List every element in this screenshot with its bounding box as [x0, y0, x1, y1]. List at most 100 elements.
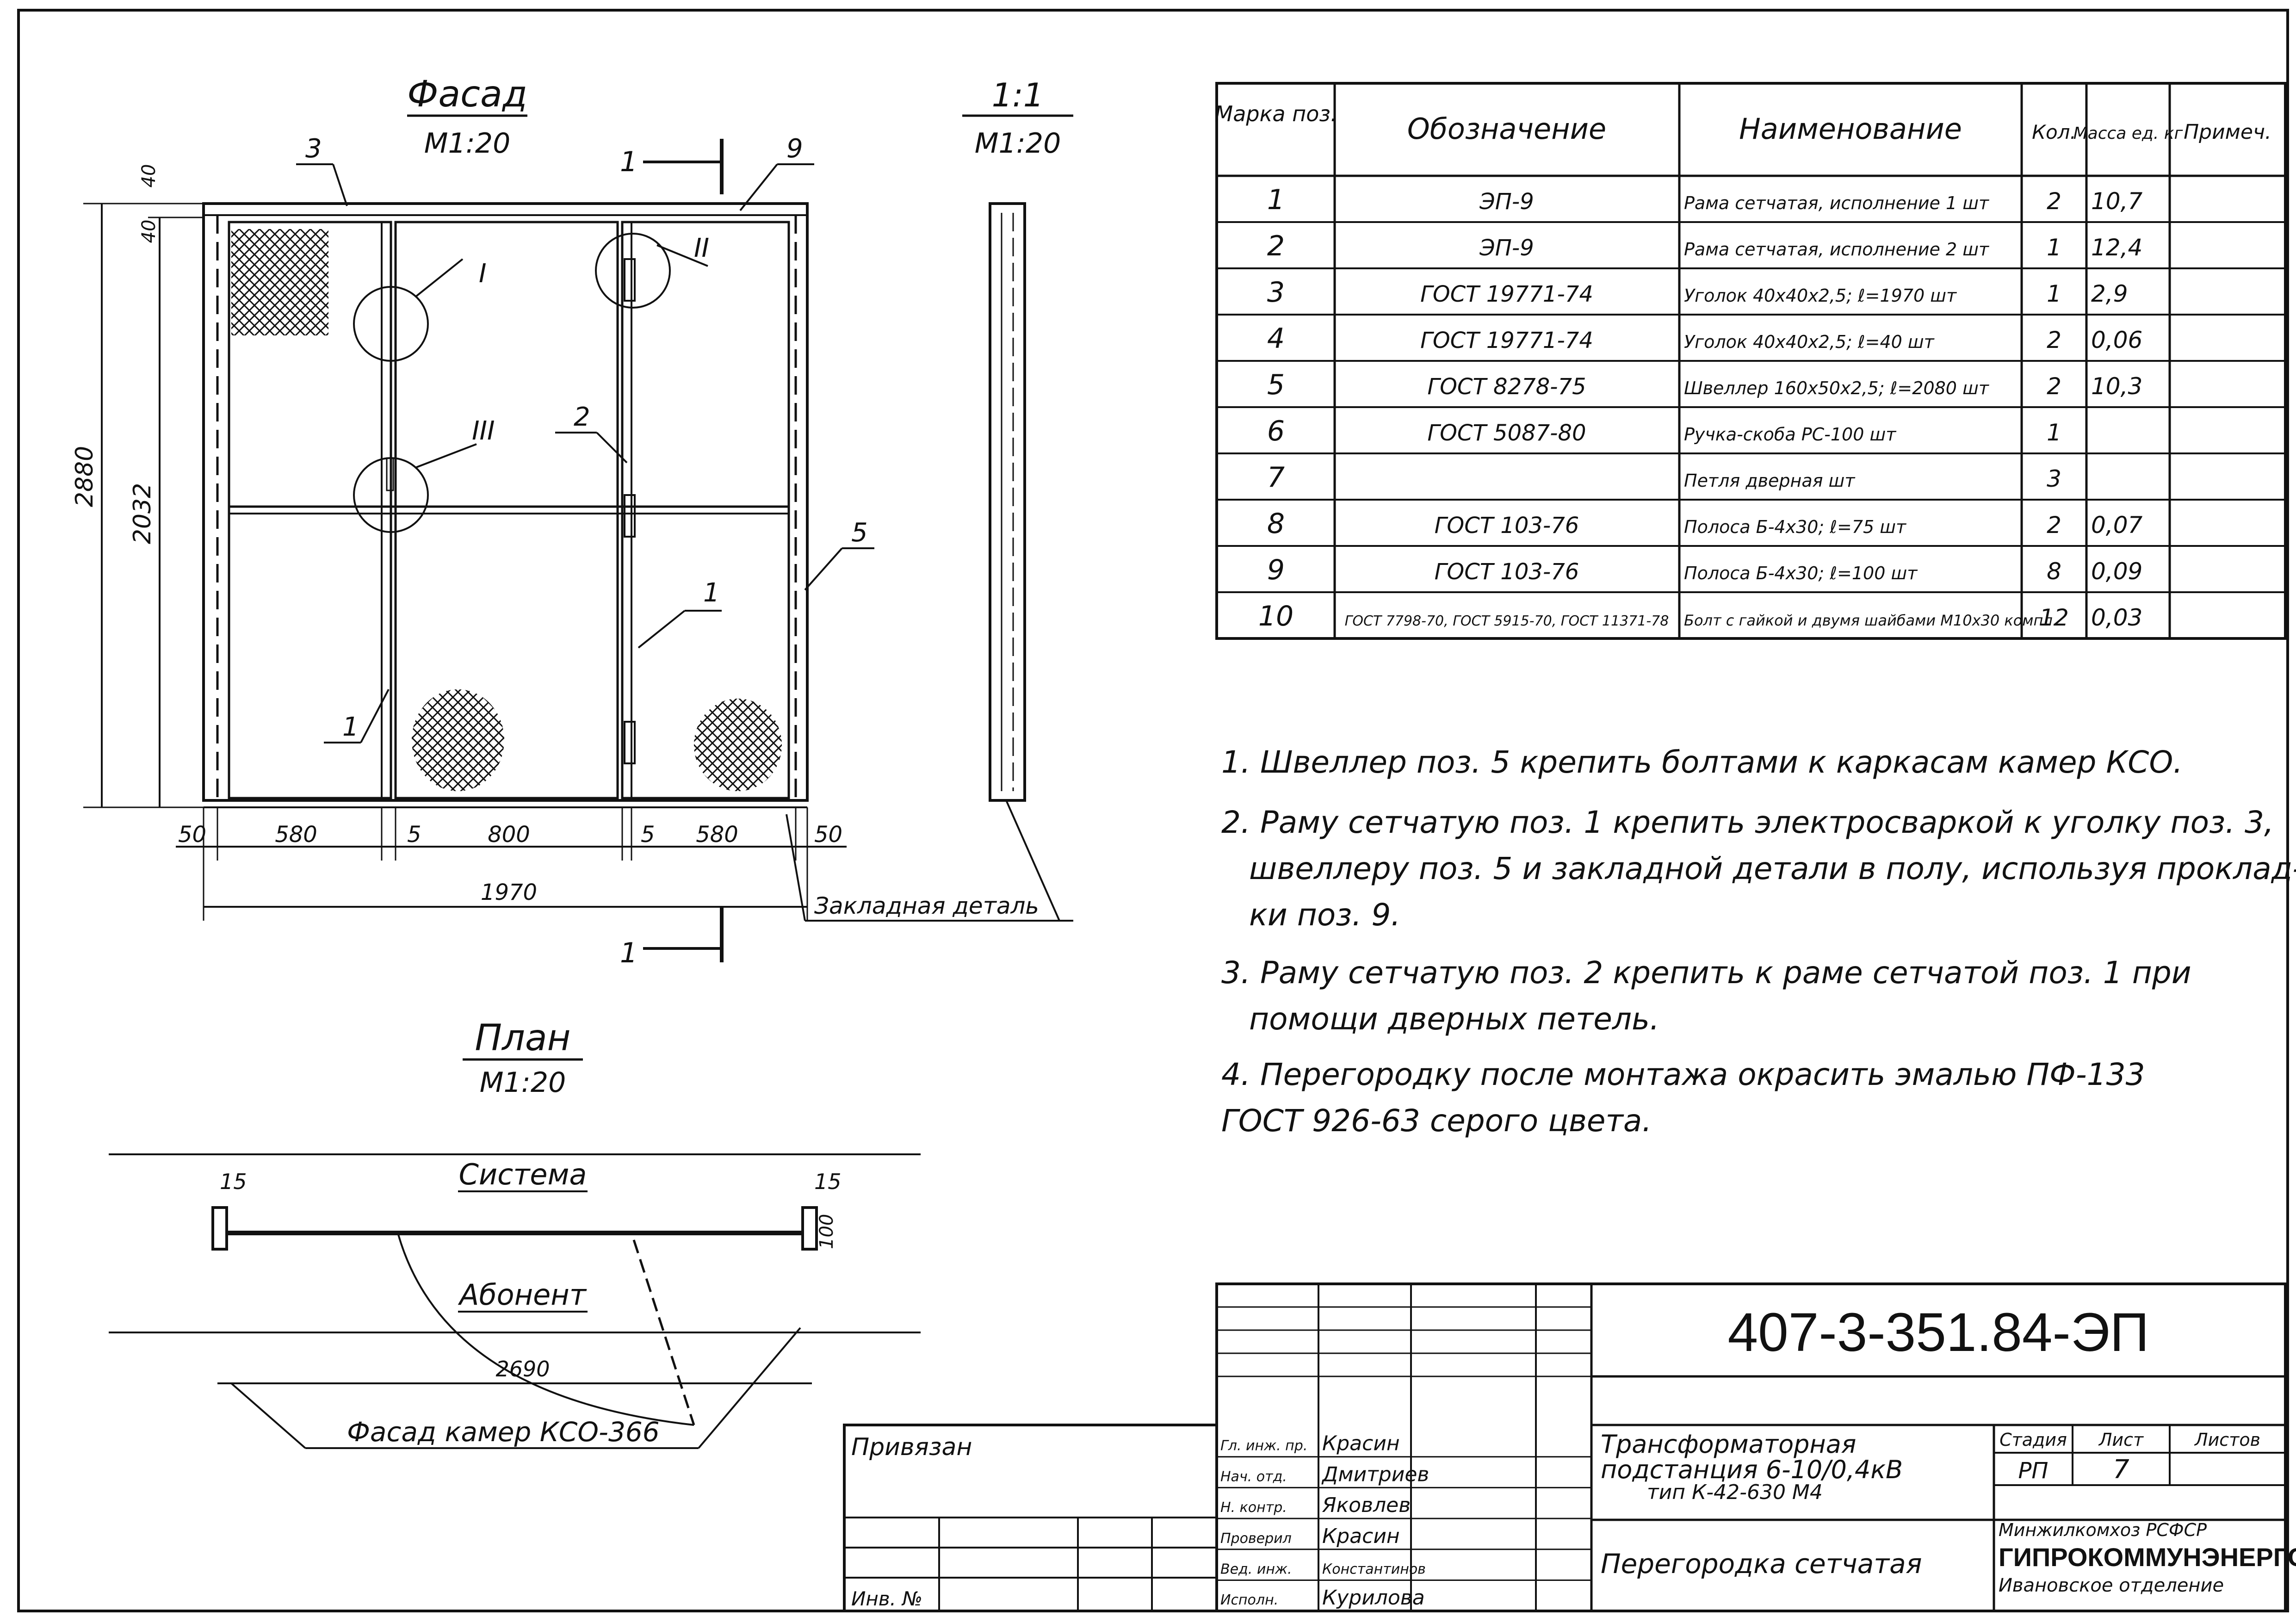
- section-view: 1:1 М1:20: [962, 76, 1073, 921]
- spec-cell-r3-c4: 1: [2047, 280, 2061, 307]
- spec-cell-r2-c3: Рама сетчатая, исполнение 2 шт: [1684, 239, 1990, 260]
- org-line-2: ГИПРОКОММУНЭНЕРГО: [1999, 1542, 2296, 1572]
- spec-cell-r5-c5: 10,3: [2091, 373, 2142, 400]
- spec-cell-r4-c5: 0,06: [2091, 327, 2142, 353]
- spec-cell-r9-c3: Полоса Б-4x30; ℓ=100 шт: [1684, 563, 1918, 583]
- plan-facade-label: Фасад камер КСО-366: [347, 1416, 660, 1448]
- tb-role-5: Вед. инж.: [1220, 1561, 1292, 1578]
- plan-dim-side: 100: [816, 1214, 837, 1249]
- callout-3: 3: [305, 134, 322, 164]
- tb-person-2: Дмитриев: [1321, 1462, 1429, 1486]
- sheet-value: 7: [2113, 1455, 2129, 1485]
- tb-person-4: Красин: [1322, 1524, 1400, 1548]
- tb-person-6: Курилова: [1322, 1586, 1425, 1610]
- th-mark: Марка поз.: [1215, 101, 1337, 126]
- org-line-1: Минжилкомхоз РСФСР: [1999, 1520, 2207, 1540]
- note-line-7: 4. Перегородку после монтажа окрасить эм…: [1221, 1057, 2145, 1092]
- facade-title: Фасад: [407, 74, 527, 115]
- stage-value: РП: [2018, 1458, 2048, 1484]
- spec-cell-r8-c1: 8: [1267, 508, 1285, 540]
- spec-cell-r8-c3: Полоса Б-4x30; ℓ=75 шт: [1684, 517, 1907, 537]
- spec-cell-r1-c2: ЭП-9: [1479, 189, 1534, 215]
- plan-dim-total: 2690: [495, 1357, 550, 1381]
- callout-9: 9: [786, 134, 803, 164]
- th-note: Примеч.: [2184, 120, 2271, 144]
- cut-mark-top: 1: [620, 146, 637, 178]
- spec-cell-r9-c2: ГОСТ 103-76: [1435, 559, 1579, 585]
- doc-code: 407-3-351.84-ЭП: [1728, 1302, 2149, 1363]
- spec-cell-r1-c5: 10,7: [2091, 188, 2143, 215]
- dim-w1: 50: [178, 822, 206, 848]
- spec-cell-r7-c4: 3: [2047, 465, 2061, 492]
- dim-w7: 50: [814, 822, 842, 848]
- tb-person-5: Константинов: [1322, 1561, 1426, 1578]
- plan-bottom-label: Абонент: [458, 1278, 587, 1312]
- callout-1b: 1: [342, 712, 359, 742]
- spec-cell-r9-c1: 9: [1267, 554, 1285, 586]
- spec-cell-r1-c1: 1: [1267, 184, 1285, 216]
- spec-cell-r2-c1: 2: [1267, 230, 1285, 262]
- tb-person-1: Красин: [1322, 1432, 1400, 1456]
- spec-cell-r5-c1: 5: [1267, 369, 1285, 401]
- facade-view: Фасад М1:20 I II I: [71, 74, 1073, 969]
- dim-w2: 580: [275, 822, 317, 848]
- section-title: 1:1: [992, 76, 1044, 114]
- plan-view: План М1:20 15 15 Система 100 Абонент 269…: [109, 1017, 921, 1449]
- th-mass: Масса ед. кг: [2073, 124, 2184, 143]
- plan-title: План: [475, 1017, 570, 1059]
- facade-scale: М1:20: [424, 127, 511, 160]
- spec-cell-r6-c3: Ручка-скоба РС-100 шт: [1684, 424, 1897, 445]
- section-scale: М1:20: [975, 127, 1061, 160]
- th-designation: Обозначение: [1407, 112, 1606, 146]
- plan-dim-right: 15: [814, 1169, 842, 1194]
- tb-role-2: Нач. отд.: [1220, 1468, 1287, 1485]
- stage-header: Стадия: [1999, 1430, 2067, 1450]
- note-line-6: помощи дверных петель.: [1249, 1001, 1659, 1037]
- dim-inner-height: 2032: [129, 483, 156, 544]
- tb-person-3: Яковлев: [1322, 1493, 1411, 1517]
- cut-mark-bottom: 1: [620, 937, 637, 969]
- tb-role-4: Проверил: [1220, 1530, 1292, 1547]
- spec-cell-r1-c4: 2: [2047, 188, 2061, 215]
- dim-w6: 580: [696, 822, 738, 848]
- plan-scale: М1:20: [480, 1066, 566, 1099]
- bound-label: Привязан: [851, 1433, 972, 1461]
- dim-w4: 800: [488, 822, 530, 848]
- plan-dim-left: 15: [220, 1169, 247, 1194]
- spec-cell-r2-c4: 1: [2047, 234, 2061, 261]
- note-line-2: 2. Раму сетчатую поз. 1 крепить электрос…: [1221, 805, 2274, 840]
- sheet-title: Перегородка сетчатая: [1601, 1548, 1922, 1580]
- dim-top-a: 40: [138, 164, 160, 188]
- spec-cell-r3-c2: ГОСТ 19771-74: [1420, 281, 1593, 307]
- spec-cell-r10-c2: ГОСТ 7798-70, ГОСТ 5915-70, ГОСТ 11371-7…: [1345, 613, 1669, 629]
- spec-cell-r4-c2: ГОСТ 19771-74: [1420, 328, 1593, 353]
- spec-cell-r3-c5: 2,9: [2091, 280, 2128, 307]
- dim-total-height: 2880: [71, 446, 99, 507]
- project-line-2: подстанция 6-10/0,4кВ: [1601, 1455, 1903, 1484]
- dim-total-width: 1970: [481, 880, 537, 905]
- spec-cell-r10-c4: 12: [2039, 604, 2069, 631]
- project-line-3: тип К-42-630 М4: [1647, 1481, 1823, 1504]
- th-name: Наименование: [1739, 112, 1962, 146]
- dim-top-b: 40: [138, 220, 160, 243]
- spec-cell-r8-c2: ГОСТ 103-76: [1435, 513, 1579, 539]
- tb-role-6: Исполн.: [1220, 1592, 1278, 1608]
- node-2: II: [694, 233, 709, 263]
- callout-5: 5: [851, 518, 868, 548]
- callout-2: 2: [574, 402, 590, 432]
- org-line-3: Ивановское отделение: [1999, 1575, 2224, 1596]
- spec-table: Марка поз. Обозначение Наименование Кол.…: [1215, 82, 2287, 640]
- dim-w5: 5: [641, 822, 655, 848]
- spec-cell-r6-c1: 6: [1267, 415, 1285, 447]
- embedded-part-label: Закладная деталь: [814, 892, 1039, 919]
- callout-1a: 1: [703, 578, 720, 608]
- spec-cell-r5-c2: ГОСТ 8278-75: [1427, 374, 1586, 400]
- tb-role-1: Гл. инж. пр.: [1220, 1438, 1307, 1454]
- spec-cell-r4-c4: 2: [2047, 327, 2061, 353]
- spec-cell-r5-c4: 2: [2047, 373, 2061, 400]
- dim-w3: 5: [407, 822, 421, 848]
